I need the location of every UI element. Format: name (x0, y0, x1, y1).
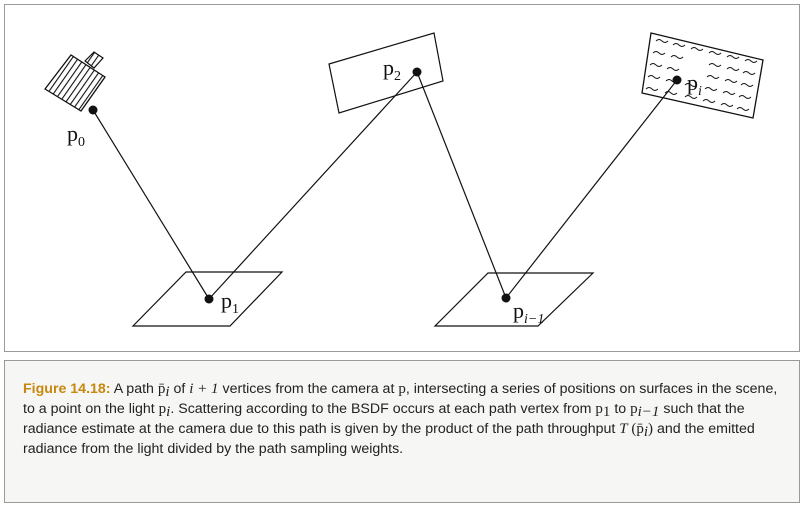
label-pi: pi (687, 70, 702, 99)
path-segment-p2-pim1 (416, 71, 507, 299)
surface-pim1 (433, 272, 595, 327)
surface-p1 (131, 271, 284, 327)
vertex-pim1 (501, 293, 511, 303)
vertex-pi (672, 75, 682, 85)
surface-p2 (328, 32, 444, 114)
label-p2: p2 (383, 55, 401, 84)
path-segment-p0-p1 (92, 109, 210, 300)
figure-frame: p0 p1 p2 pi−1 pi (4, 4, 800, 352)
label-p0: p0 (67, 121, 85, 150)
light-source-icon (641, 32, 764, 119)
path-segment-p1-p2 (208, 71, 418, 300)
path-diagram: p0 p1 p2 pi−1 pi (44, 32, 764, 327)
figure-label: Figure 14.18: (23, 381, 111, 397)
camera-icon (44, 51, 106, 112)
vertex-p0 (88, 105, 98, 115)
path-segment-pim1-pi (505, 79, 678, 299)
vertex-p2 (412, 67, 422, 77)
figure-caption: Figure 14.18: A path p̄i of i + 1 vertic… (23, 381, 778, 457)
label-pim1: pi−1 (513, 298, 544, 327)
vertex-p1 (204, 294, 214, 304)
caption-box: Figure 14.18: A path p̄i of i + 1 vertic… (4, 360, 800, 503)
label-p1: p1 (221, 288, 239, 317)
